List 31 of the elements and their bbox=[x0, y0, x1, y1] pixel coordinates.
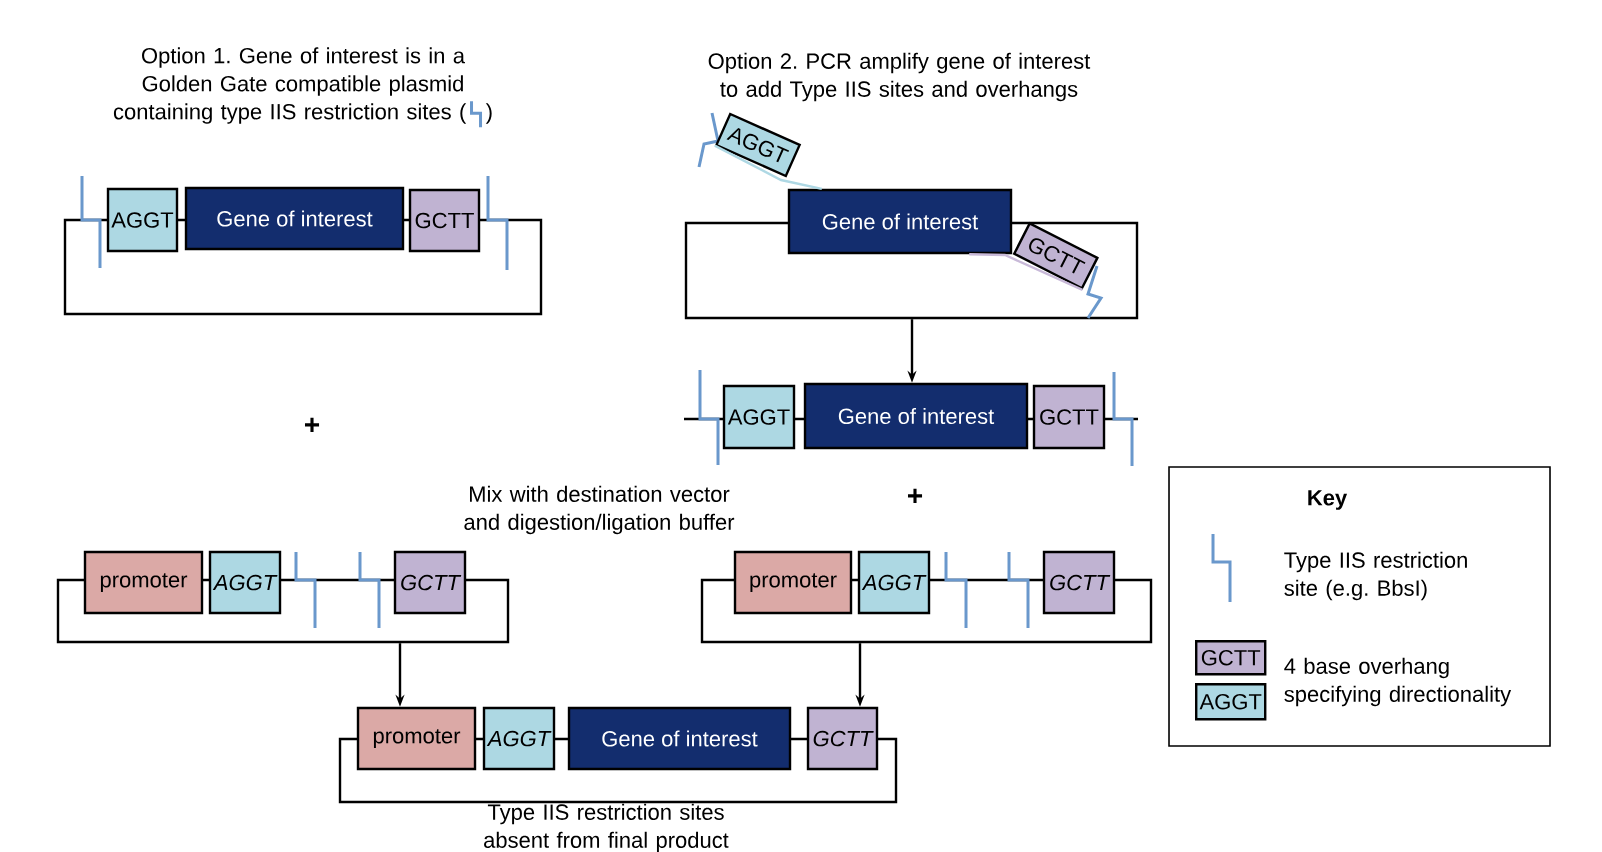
promoter-box: promoter bbox=[356, 706, 477, 771]
caption-text: Option 2. PCR amplify gene of interest to add Type IIS sites and overhangs bbox=[708, 52, 1091, 102]
overhang-box: GCTT bbox=[806, 706, 879, 771]
gene-box: Gene of interest bbox=[803, 382, 1029, 450]
primer-line bbox=[969, 253, 1083, 291]
gene-box: Gene of interest bbox=[787, 188, 1013, 255]
overhang-box: AGGT bbox=[106, 187, 179, 253]
caption-text: Option 1. Gene of interest is in a Golden Gate compatible plasmid containing type IIS restriction sites ( bbox=[113, 47, 467, 124]
overhang-box: GCTT bbox=[408, 188, 481, 253]
legend-text: 4 base overhang specifying directionality bbox=[1284, 657, 1512, 707]
plus-sign: + bbox=[908, 488, 923, 503]
gene-box: Gene of interest bbox=[567, 706, 792, 771]
gene-box: Gene of interest bbox=[184, 186, 405, 251]
overhang-box: GCTT bbox=[1032, 384, 1106, 450]
overhang-box: GCTT bbox=[393, 550, 467, 615]
overhang-box: GCTT bbox=[1195, 640, 1267, 676]
plus-sign: + bbox=[305, 417, 320, 432]
overhang-box: AGGT bbox=[1195, 683, 1267, 721]
overhang-box: AGGT bbox=[482, 706, 556, 771]
legend-text: Type IIS restriction site (e.g. BbsI) bbox=[1284, 551, 1467, 601]
overhang-box: AGGT bbox=[722, 384, 796, 450]
primer-line bbox=[714, 144, 823, 190]
caption-text: ) bbox=[485, 103, 492, 124]
promoter-box: promoter bbox=[733, 550, 853, 615]
overhang-box: AGGT bbox=[208, 550, 282, 615]
caption-text: Type IIS restriction sites absent from final product bbox=[484, 803, 729, 852]
step-text: Mix with destination vector and digestion/ligation buffer bbox=[464, 485, 735, 535]
promoter-box: promoter bbox=[83, 550, 204, 615]
overhang-box: AGGT bbox=[857, 550, 931, 615]
overhang-box: GCTT bbox=[1012, 221, 1099, 290]
overhang-box: GCTT bbox=[1042, 550, 1116, 615]
